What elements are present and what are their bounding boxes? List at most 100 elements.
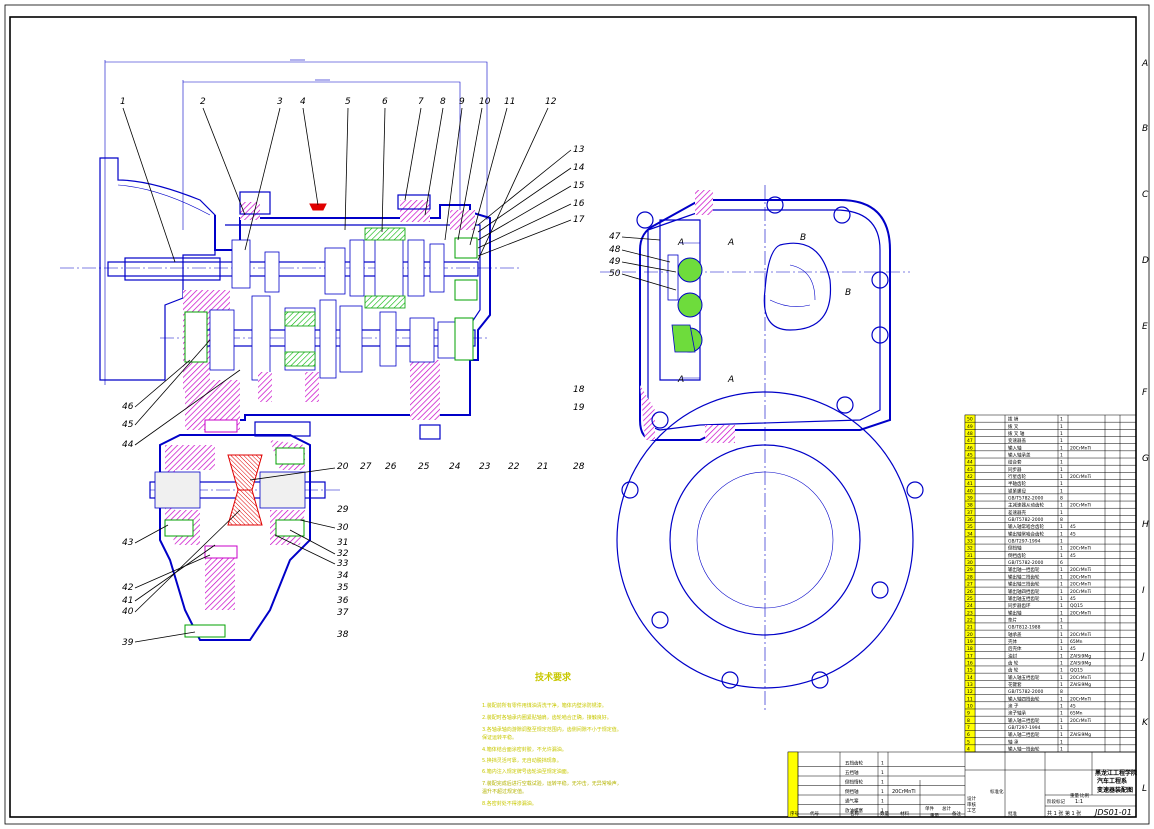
title-block: 黑龙江工程学院 汽车工程系 变速器装配图 JDS01-01 1:1 共 1 张 … (787, 751, 1137, 819)
row-qty: 8 (1060, 496, 1063, 502)
row-qty: 1 (1060, 481, 1063, 487)
row-qty: 1 (1060, 553, 1063, 559)
row-number: 49 (967, 424, 973, 430)
callout: 11 (504, 97, 515, 107)
row-material: ZAlSi9Mg (1070, 732, 1091, 738)
row-qty: 1 (1060, 539, 1063, 545)
row-material: 20CrMnTi (1070, 582, 1091, 588)
row-name: 输入轴 (1008, 444, 1022, 451)
row-qty: 1 (1060, 531, 1063, 537)
row-number: 21 (967, 625, 973, 631)
row-name: GB/T5782-2000 (1008, 517, 1044, 523)
callout: 10 (479, 97, 491, 107)
row-name: 输入轴五挡齿轮 (1008, 674, 1040, 681)
row-name: 锁紧螺母 (1008, 487, 1026, 494)
row-number: 44 (967, 460, 973, 466)
callout: 38 (337, 630, 349, 640)
callout: 6 (382, 97, 388, 107)
row-number: 16 (967, 660, 973, 666)
tech-req-line: 8.各密封处不得渗漏油。 (482, 800, 537, 807)
border-letter: L (1142, 784, 1147, 794)
tech-req-line: 保证运转平稳。 (482, 734, 517, 741)
lower-row-qty: 1 (881, 761, 884, 767)
row-qty: 1 (1060, 474, 1063, 480)
callout: 13 (573, 145, 585, 155)
row-number: 9 (967, 711, 970, 717)
tb-label: 工艺 (967, 808, 976, 814)
row-number: 47 (967, 438, 973, 444)
row-qty: 1 (1060, 718, 1063, 724)
border-letter: F (1142, 388, 1148, 398)
section-marker: B (845, 288, 851, 298)
callout: 1 (120, 97, 126, 107)
row-qty: 1 (1060, 625, 1063, 631)
row-number: 38 (967, 503, 973, 509)
row-material: 20CrMnTi (1070, 632, 1091, 638)
main-section-view (60, 59, 520, 641)
callout: 18 (573, 385, 585, 395)
row-number: 4 (967, 747, 970, 753)
row-name: 轴 承 (1008, 738, 1019, 745)
row-name: 拨 叉 轴 (1008, 430, 1025, 437)
row-number: 18 (967, 646, 973, 652)
callout: 21 (537, 462, 548, 472)
lower-row-qty: 1 (881, 808, 884, 814)
row-name: 输入轴常啮合齿轮 (1008, 523, 1044, 530)
row-number: 50 (967, 417, 973, 423)
row-number: 19 (967, 639, 973, 645)
callout: 29 (337, 505, 349, 515)
row-name: 壳体 (1008, 638, 1017, 645)
tb-label: 设计 (967, 795, 976, 802)
row-qty: 1 (1060, 510, 1063, 516)
row-qty: 1 (1060, 582, 1063, 588)
section-marker: A (677, 375, 684, 385)
row-number: 45 (967, 453, 973, 459)
row-name: 输出轴一挡齿轮 (1008, 566, 1040, 573)
lower-row-name: 放油螺塞 (845, 807, 863, 814)
lower-row-qty: 1 (881, 770, 884, 776)
row-name: 轴承盖 (1008, 631, 1022, 638)
row-qty: 1 (1060, 639, 1063, 645)
row-name: GB/T5782-2000 (1008, 560, 1044, 566)
callout: 39 (122, 638, 134, 648)
row-qty: 6 (1060, 560, 1063, 566)
row-name: GB/T297-1994 (1008, 725, 1041, 731)
row-number: 37 (967, 510, 973, 516)
row-name: 行星齿轮 (1008, 473, 1026, 480)
callout: 14 (573, 163, 585, 173)
side-view: A A A A B B (600, 185, 924, 710)
row-qty: 1 (1060, 524, 1063, 530)
row-name: 齿 轮 (1008, 667, 1019, 674)
row-name: 主减速器从动齿轮 (1008, 502, 1044, 509)
callout: 23 (479, 462, 491, 472)
row-qty: 1 (1060, 417, 1063, 423)
tb-label: 材料 (900, 810, 909, 817)
callout: 48 (609, 245, 621, 255)
row-material: 65Mn (1070, 639, 1083, 645)
row-qty: 1 (1060, 503, 1063, 509)
sheet-count: 共 1 张 第 1 张 (1047, 810, 1081, 817)
row-number: 15 (967, 668, 973, 674)
row-name: 后壳体 (1008, 645, 1022, 652)
callout: 40 (122, 607, 134, 617)
row-number: 43 (967, 467, 973, 473)
tech-req-line: 温升不超过规定值。 (482, 788, 527, 795)
row-material: 20CrMnTi (1070, 567, 1091, 573)
lower-row-qty: 1 (881, 799, 884, 805)
row-name: 结合套 (1008, 459, 1022, 466)
row-material: 65Mn (1070, 711, 1083, 717)
row-number: 35 (967, 524, 973, 530)
section-marker: A (727, 375, 734, 385)
school-name: 黑龙江工程学院 (1095, 769, 1137, 777)
callout: 8 (440, 97, 446, 107)
row-qty: 1 (1060, 603, 1063, 609)
lower-row-qty: 1 (881, 780, 884, 786)
callout: 4 (300, 97, 306, 107)
callout: 24 (449, 462, 461, 472)
row-qty: 1 (1060, 445, 1063, 451)
tb-label: 重量 (1070, 792, 1079, 799)
callout: 22 (508, 462, 520, 472)
row-qty: 1 (1060, 488, 1063, 494)
